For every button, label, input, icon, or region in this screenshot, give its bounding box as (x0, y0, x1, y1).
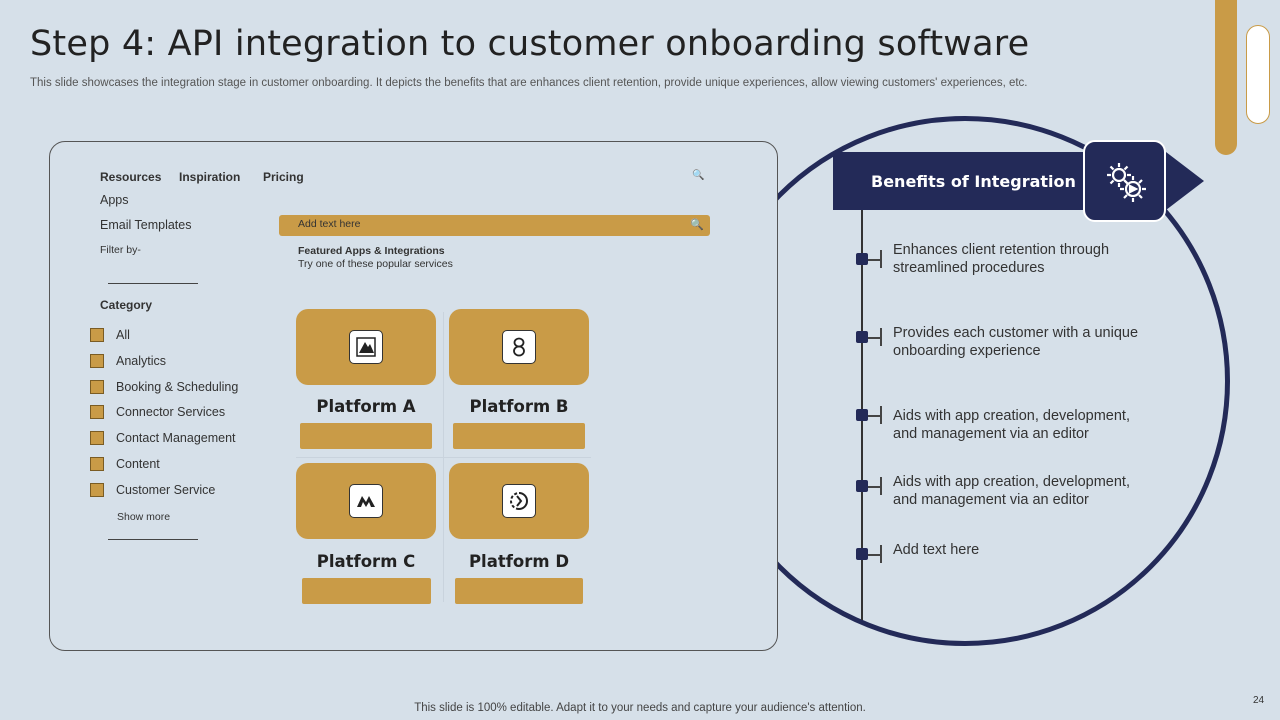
timeline-connector (880, 477, 882, 495)
platform-d-logo-icon (502, 484, 536, 518)
timeline-node (856, 331, 868, 343)
timeline-node (856, 409, 868, 421)
platform-d-bar[interactable] (455, 578, 583, 604)
timeline-connector (868, 415, 880, 417)
page-number: 24 (1253, 695, 1265, 706)
banner-arrow (1166, 152, 1204, 210)
platform-b-label: Platform B (469, 397, 569, 416)
timeline-node (856, 548, 868, 560)
divider-line (108, 283, 198, 284)
featured-subtitle: Try one of these popular services (298, 258, 453, 270)
subtitle: This slide showcases the integration sta… (30, 77, 1028, 89)
nav-pricing[interactable]: Pricing (263, 170, 304, 184)
checkbox[interactable] (90, 431, 104, 445)
timeline-connector (868, 337, 880, 339)
nav-resources[interactable]: Resources (100, 170, 162, 184)
benefit-item-2: Provides each customer with a unique onb… (893, 325, 1139, 359)
search-icon[interactable]: 🔍 (690, 219, 704, 231)
platform-b-bar[interactable] (453, 423, 585, 449)
gears-icon (1083, 140, 1166, 222)
show-more-link[interactable]: Show more (117, 511, 171, 523)
benefits-banner: Benefits of Integration (833, 152, 1087, 210)
category-label: Analytics (116, 354, 167, 368)
timeline-node (856, 253, 868, 265)
divider-line (108, 539, 198, 540)
platform-d-label: Platform D (468, 552, 570, 571)
category-label: Booking & Scheduling (116, 380, 239, 394)
timeline-node (856, 480, 868, 492)
checkbox[interactable] (90, 483, 104, 497)
side-link-email-templates[interactable]: Email Templates (100, 218, 192, 232)
category-item-connector[interactable]: Connector Services (90, 405, 225, 419)
checkbox[interactable] (90, 354, 104, 368)
category-label: Connector Services (116, 405, 226, 419)
category-item-contact[interactable]: Contact Management (90, 431, 236, 445)
grid-divider-horizontal (296, 457, 591, 458)
timeline-connector (880, 545, 882, 563)
timeline-connector (880, 406, 882, 424)
side-link-apps[interactable]: Apps (100, 193, 129, 207)
app-mockup-panel: Resources Inspiration Pricing 🔍 Apps Ema… (49, 141, 778, 651)
category-item-all[interactable]: All (90, 328, 130, 342)
decorative-white-pill (1246, 25, 1270, 124)
benefit-item-3: Aids with app creation, development, and… (893, 408, 1130, 442)
timeline-connector (880, 250, 882, 268)
search-bar[interactable]: Add text here 🔍 (279, 215, 710, 236)
platform-a-label: Platform A (316, 397, 416, 416)
platform-a-tile[interactable] (296, 309, 436, 385)
category-item-analytics[interactable]: Analytics (90, 354, 166, 368)
platform-a-bar[interactable] (300, 423, 432, 449)
category-item-content[interactable]: Content (90, 457, 160, 471)
nav-inspiration[interactable]: Inspiration (179, 170, 241, 184)
timeline-connector (880, 328, 882, 346)
platform-c-logo-icon (349, 484, 383, 518)
timeline-connector (868, 554, 880, 556)
checkbox[interactable] (90, 405, 104, 419)
search-icon[interactable]: 🔍 (692, 170, 705, 181)
checkbox[interactable] (90, 457, 104, 471)
decorative-gold-bar (1215, 0, 1237, 155)
category-label: Content (116, 457, 160, 471)
platform-b-tile[interactable] (449, 309, 589, 385)
search-input[interactable]: Add text here (298, 218, 361, 230)
category-label: Customer Service (116, 483, 216, 497)
featured-title: Featured Apps & Integrations (298, 245, 445, 257)
category-title: Category (100, 298, 153, 312)
checkbox[interactable] (90, 380, 104, 394)
category-item-booking[interactable]: Booking & Scheduling (90, 380, 238, 394)
benefit-item-5: Add text here (893, 542, 980, 558)
timeline-connector (868, 486, 880, 488)
benefits-title: Benefits of Integration (871, 172, 1076, 191)
title: Step 4: API integration to customer onbo… (30, 24, 1030, 64)
benefit-item-4: Aids with app creation, development, and… (893, 474, 1130, 508)
platform-d-tile[interactable] (449, 463, 589, 539)
category-item-customer-service[interactable]: Customer Service (90, 483, 215, 497)
platform-b-logo-icon (502, 330, 536, 364)
platform-a-logo-icon (349, 330, 383, 364)
category-label: All (116, 328, 130, 342)
benefit-item-1: Enhances client retention through stream… (893, 242, 1110, 276)
footer-text: This slide is 100% editable. Adapt it to… (414, 702, 866, 714)
checkbox[interactable] (90, 328, 104, 342)
platform-c-label: Platform C (316, 552, 416, 571)
category-label: Contact Management (116, 431, 236, 445)
platform-c-tile[interactable] (296, 463, 436, 539)
platform-c-bar[interactable] (302, 578, 431, 604)
timeline-connector (868, 259, 880, 261)
filter-label: Filter by- (100, 244, 141, 256)
